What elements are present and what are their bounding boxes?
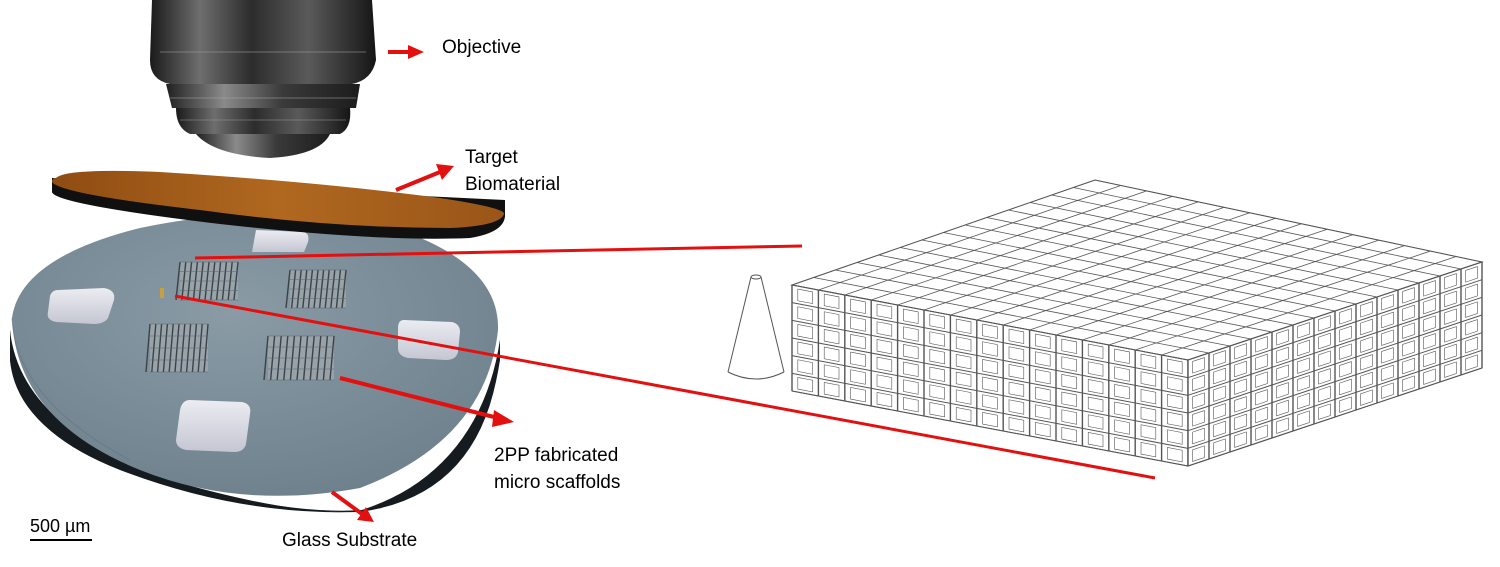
- scaffold-array-3: [145, 323, 209, 373]
- glass-substrate: [10, 214, 500, 513]
- scaffolds-label-line1: 2PP fabricated: [494, 445, 619, 466]
- target-label-line2: Biomaterial: [465, 174, 561, 195]
- substrate-pads: [47, 230, 460, 452]
- lattice-side-face: [1187, 261, 1483, 467]
- micro-scaffold-arrays: [145, 261, 347, 381]
- scaffolds-label: 2PP fabricated micro scaffolds: [494, 442, 620, 496]
- scale-bar-label: 500 µm: [30, 516, 91, 536]
- target-biomaterial-label: Target Biomaterial: [465, 144, 560, 198]
- objective-label: Objective: [442, 37, 522, 58]
- glass-arrow: [330, 490, 374, 522]
- zoom-lines: [174, 244, 1156, 480]
- scaffold-array-2: [285, 269, 347, 309]
- annotation-arrows: [330, 45, 514, 522]
- target-label-line1: Target: [465, 147, 518, 168]
- laser-cone: [727, 274, 785, 380]
- scaffold-lattice: [790, 179, 1484, 467]
- scaffolds-label-line2: micro scaffolds: [494, 472, 621, 493]
- target-marker: [160, 288, 164, 298]
- biomaterial-arrow: [395, 164, 454, 192]
- objective-lens: [150, 0, 376, 158]
- scale-bar: [30, 539, 92, 541]
- objective-arrow: [388, 45, 424, 59]
- scaffold-array-4: [263, 335, 335, 381]
- target-biomaterial-disc: [52, 170, 506, 239]
- scaffold-array-1: [175, 261, 239, 301]
- scaffolds-arrow: [339, 376, 514, 427]
- glass-substrate-label: Glass Substrate: [282, 530, 418, 551]
